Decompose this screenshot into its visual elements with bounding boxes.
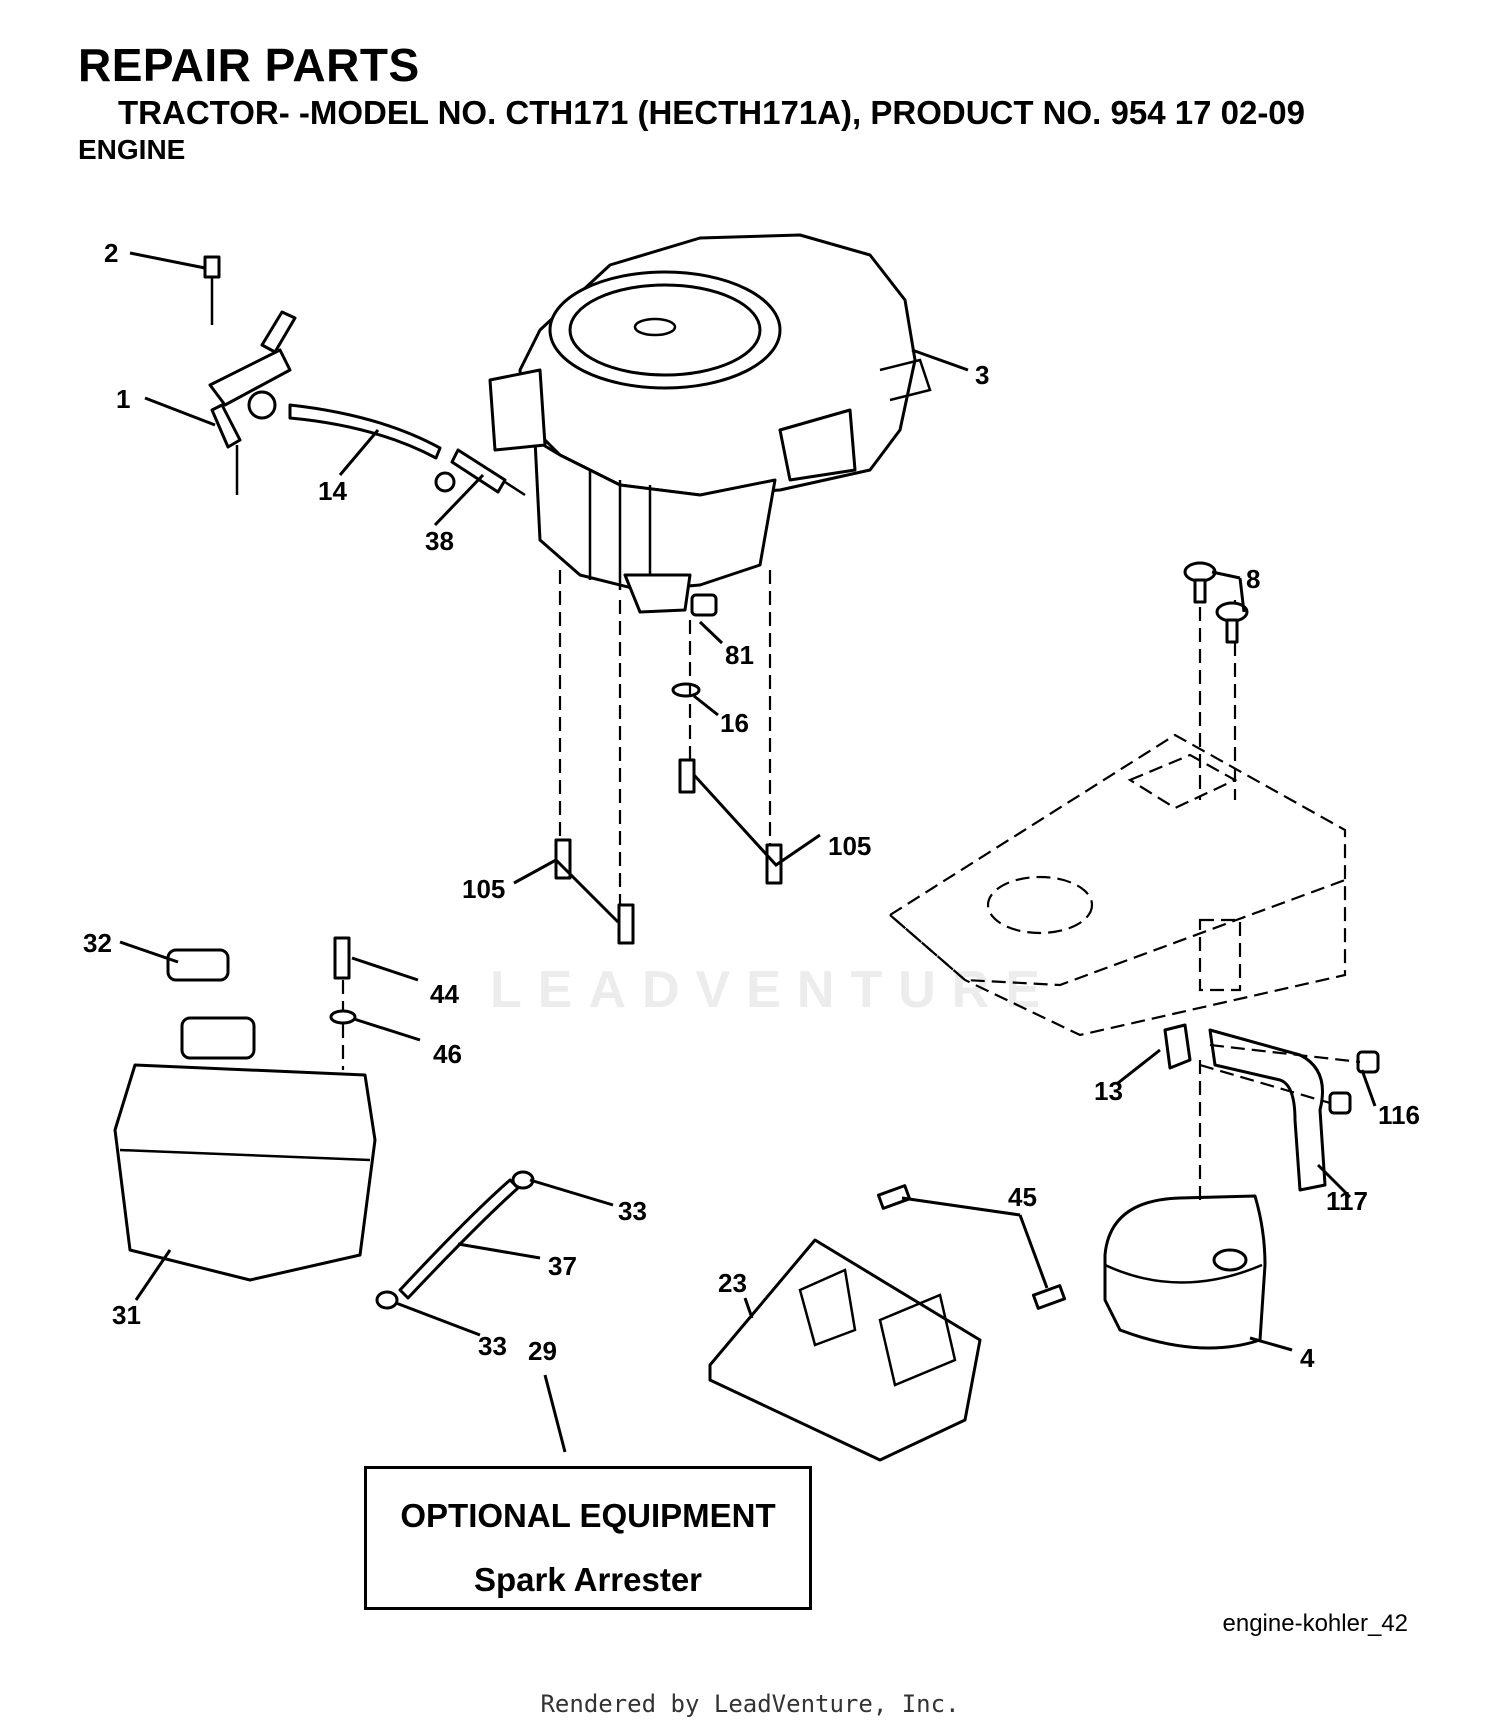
callout-16: 16 (720, 708, 749, 738)
callout-38: 38 (425, 526, 454, 556)
callout-105-left: 105 (462, 874, 505, 904)
bolts-8-drawing (1183, 561, 1249, 644)
callout-29: 29 (528, 1336, 557, 1366)
callout-31: 31 (112, 1300, 141, 1330)
callout-45: 45 (1008, 1182, 1037, 1212)
section-label: ENGINE (78, 134, 186, 165)
exhaust-drawing (1163, 1023, 1380, 1192)
footer-credit: Rendered by LeadVenture, Inc. (540, 1690, 960, 1718)
callout-117: 117 (1326, 1186, 1368, 1216)
callout-105-right: 105 (828, 831, 871, 861)
callout-81: 81 (725, 640, 754, 670)
callout-46: 46 (433, 1039, 462, 1069)
fuel-hose-drawing (375, 1170, 535, 1310)
fuel-line-drawing (288, 403, 526, 497)
callout-23: 23 (718, 1268, 747, 1298)
callout-4: 4 (1300, 1343, 1315, 1373)
optional-equipment-item: Spark Arrester (473, 1561, 703, 1598)
callout-14: 14 (318, 476, 347, 506)
callout-37: 37 (548, 1251, 577, 1281)
optional-equipment-box: OPTIONAL EQUIPMENT Spark Arrester (364, 1466, 812, 1610)
callout-32: 32 (83, 928, 112, 958)
callout-13: 13 (1094, 1076, 1123, 1106)
callout-1: 1 (116, 384, 130, 414)
leader-lines (119, 251, 1377, 1453)
callout-116: 116 (1378, 1100, 1420, 1130)
callout-33-lower: 33 (478, 1331, 507, 1361)
engine-hardware-drawing (554, 570, 783, 945)
callout-33-upper: 33 (618, 1196, 647, 1226)
frame-plate-drawing (888, 565, 1347, 1037)
muffler-drawing (1103, 1060, 1267, 1350)
callout-8: 8 (1246, 564, 1260, 594)
page-title: REPAIR PARTS (78, 39, 420, 91)
optional-equipment-title: OPTIONAL EQUIPMENT (400, 1497, 776, 1534)
engine-drawing (488, 233, 932, 614)
watermark: LEADVENTURE (490, 961, 1057, 1019)
diagram-reference: engine-kohler_42 (1222, 1610, 1408, 1637)
fuel-tank-drawing (113, 936, 377, 1282)
callout-2: 2 (104, 238, 118, 268)
throttle-control-drawing (203, 255, 297, 495)
callout-44: 44 (430, 979, 459, 1009)
heat-shield-drawing (708, 1184, 1067, 1462)
model-subtitle: TRACTOR- -MODEL NO. CTH171 (HECTH171A), … (118, 94, 1306, 131)
callout-3: 3 (975, 360, 989, 390)
